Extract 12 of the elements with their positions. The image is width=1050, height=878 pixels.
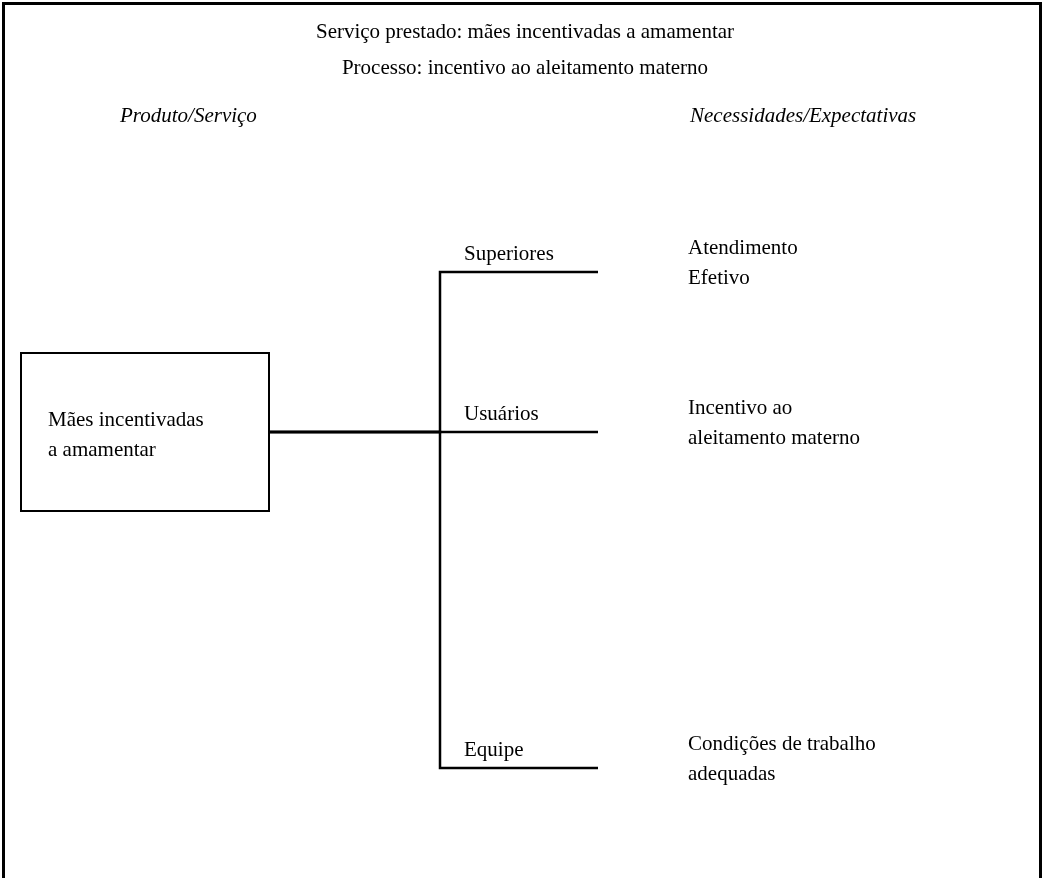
need-text: Atendimento Efetivo <box>688 234 799 291</box>
stakeholder-label: Equipe <box>464 734 598 768</box>
title: Serviço prestado: mães incentivadas a amamentar <box>314 18 736 45</box>
column-heading: Necessidades/Expectativas <box>690 102 917 129</box>
stakeholder-label: Superiores <box>464 238 598 272</box>
subtitle: Processo: incentivo ao aleitamento materno <box>340 54 710 81</box>
product-box: Mães incentivadas a amamentar <box>20 352 270 512</box>
need-text: Condições de trabalho adequadas <box>688 730 877 787</box>
stakeholder-label: Usuários <box>464 398 598 432</box>
need-text: Incentivo ao aleitamento materno <box>688 394 861 451</box>
connector-line <box>270 430 598 770</box>
column-heading: Produto/Serviço <box>120 102 257 129</box>
